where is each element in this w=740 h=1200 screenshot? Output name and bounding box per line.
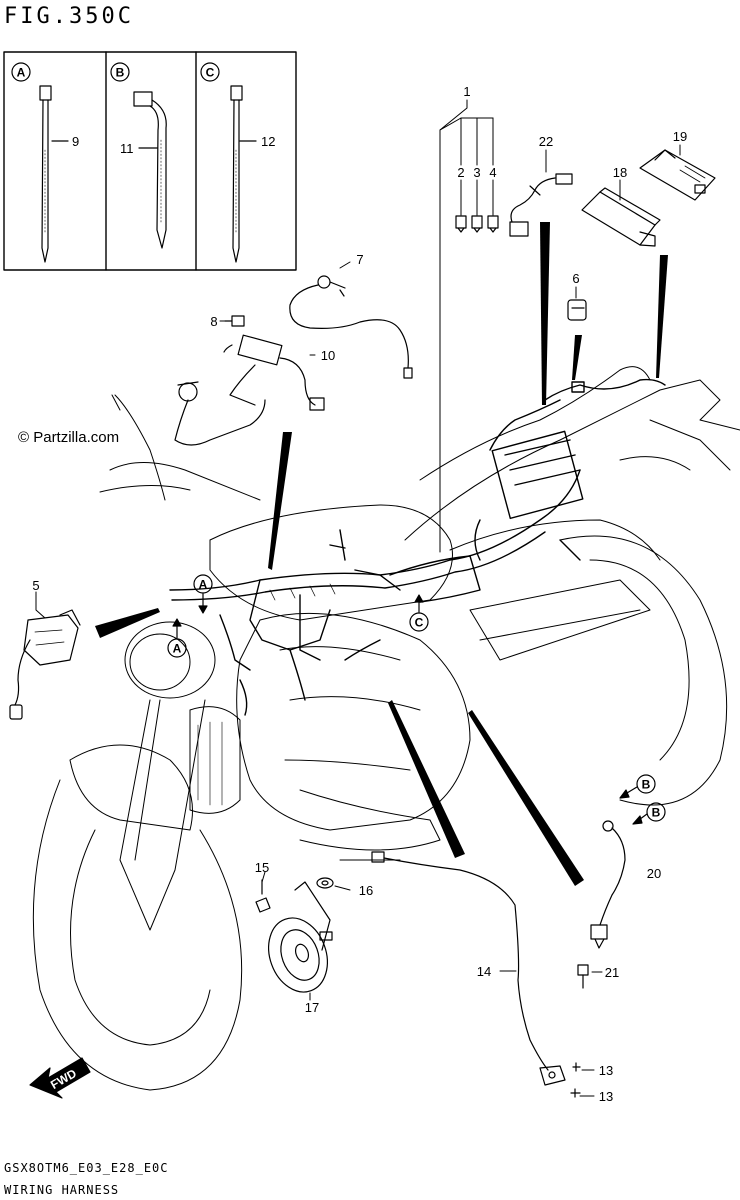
callout-8: 8 [210, 314, 217, 329]
horn-assembly [255, 877, 334, 993]
callout-9: 9 [72, 134, 79, 149]
callout-16: 16 [359, 883, 373, 898]
inset-panel-c: C 12 [200, 62, 275, 263]
callout-6: 6 [572, 271, 579, 286]
model-code: GSX8OTM6_E03_E28_E0C [4, 1161, 169, 1175]
inset-panel-a: A 9 [11, 62, 79, 263]
part-20-sensor [590, 820, 626, 949]
ref-marker-a [167, 638, 187, 658]
part-19-module [639, 149, 716, 201]
inset-panels: A 9 B 11 C [3, 51, 297, 271]
callout-18: 18 [613, 165, 627, 180]
part-8-bolt [224, 315, 245, 327]
clamp-head [133, 91, 153, 107]
panel-b-badge: B [116, 66, 125, 80]
watermark: © Partzilla.com [18, 429, 120, 446]
callout-12: 12 [261, 134, 275, 149]
callout-13: 13 [599, 1089, 613, 1104]
ref-marker-b-label: B [642, 778, 651, 792]
ref-badge-b [110, 62, 130, 82]
connectors-2-3-4 [455, 215, 499, 233]
main-wiring-harness [169, 378, 666, 716]
callout-21: 21 [605, 965, 619, 980]
ref-marker-a-label: A [173, 642, 182, 656]
part-14-sensor [371, 851, 566, 1086]
ref-badge-c [200, 62, 220, 82]
diagram-name: WIRING HARNESS [4, 1183, 120, 1197]
ref-marker-c-label: C [415, 616, 424, 630]
ref-marker-b [636, 774, 656, 794]
leader-wedges [95, 222, 668, 886]
callout-13: 13 [599, 1063, 613, 1078]
callout-numbers: 1 2 3 4 22 18 19 6 7 8 10 5 20 21 15 16 … [32, 84, 687, 1104]
part-6-grommet [567, 299, 587, 321]
callout-1: 1 [463, 84, 470, 99]
callout-22: 22 [539, 134, 553, 149]
callout-leaders [35, 99, 681, 1097]
ref-marker-b-label: B [652, 806, 661, 820]
part-7-sensor [289, 275, 413, 379]
ref-marker-a-label: A [199, 578, 208, 592]
motorcycle-outline [32, 366, 740, 1091]
ref-badge-a [11, 62, 31, 82]
figure-title: FIG.350C [4, 4, 134, 29]
forward-direction-arrow: FWD [29, 1057, 91, 1099]
ref-marker-c [409, 612, 429, 632]
part-10-harness [174, 334, 325, 446]
part-13-screws [570, 1062, 581, 1098]
cable-tie-head [39, 85, 52, 101]
cable-tie-head [230, 85, 243, 101]
ref-marker-b [646, 802, 666, 822]
sub-harness-22 [509, 173, 573, 237]
panel-c-badge: C [206, 66, 215, 80]
callout-10: 10 [321, 348, 335, 363]
callout-11: 11 [120, 141, 134, 156]
callout-3: 3 [473, 165, 480, 180]
part-18-module [581, 187, 661, 247]
part-21-bolt [577, 964, 589, 989]
reference-markers: A A C B B [167, 574, 666, 825]
callout-4: 4 [489, 165, 496, 180]
part-5-bracket [9, 609, 81, 720]
callout-20: 20 [647, 866, 661, 881]
callout-19: 19 [673, 129, 687, 144]
callout-5: 5 [32, 578, 39, 593]
callout-2: 2 [457, 165, 464, 180]
inset-panel-b: B 11 [110, 62, 167, 249]
callout-14: 14 [477, 964, 491, 979]
callout-7: 7 [356, 252, 363, 267]
ref-marker-a [193, 574, 213, 594]
callout-15: 15 [255, 860, 269, 875]
panel-a-badge: A [17, 66, 26, 80]
callout-17: 17 [305, 1000, 319, 1015]
